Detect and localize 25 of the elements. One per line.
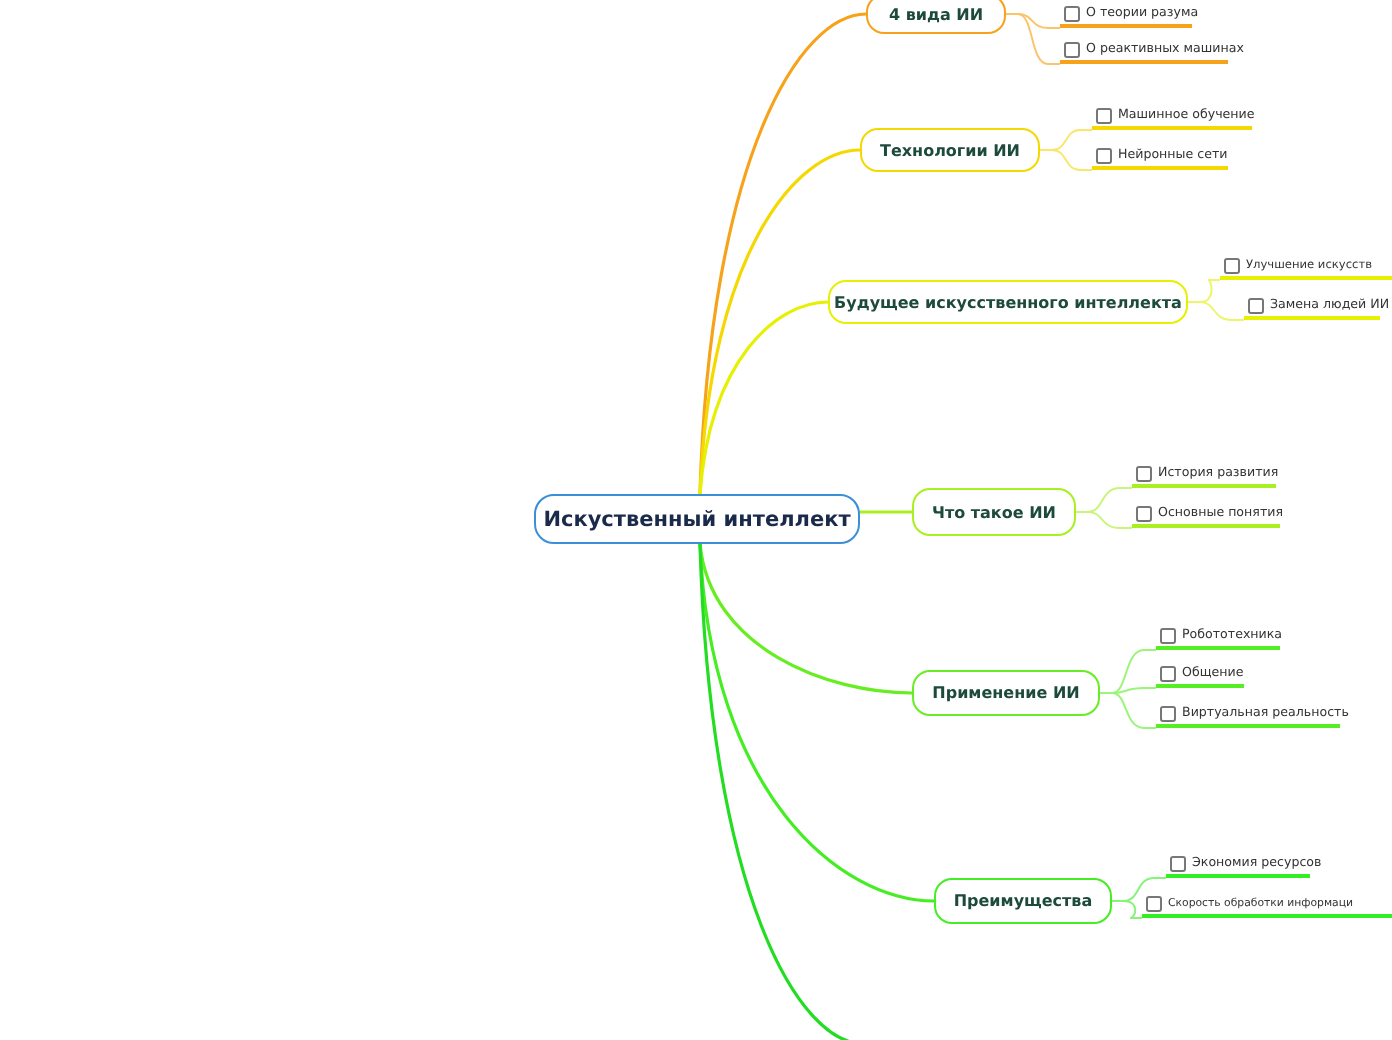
branch-line <box>1099 692 1157 729</box>
topic-box: Преимущества <box>934 878 1112 924</box>
branch-line <box>1075 511 1133 529</box>
subtopic-item <box>1142 892 1392 918</box>
subtopic-item <box>1156 662 1244 688</box>
subtopic-item <box>1092 144 1228 170</box>
subtopic-item <box>1156 624 1280 650</box>
subtopic-item <box>1132 462 1276 488</box>
subtopic-item <box>1092 104 1252 130</box>
branch-line <box>698 148 861 495</box>
subtopic-item <box>1220 254 1392 280</box>
topic-box: Будущее искусственного интеллекта <box>828 280 1188 324</box>
topic-box: 4 вида ИИ <box>866 0 1006 34</box>
branch-line <box>860 510 912 514</box>
branch-line <box>698 12 867 495</box>
topic-box: Что такое ИИ <box>912 488 1076 536</box>
branch-line <box>1005 13 1061 65</box>
branch-line <box>698 300 829 495</box>
central-topic-box: Искуственный интеллект <box>534 494 860 544</box>
topic-box: Применение ИИ <box>912 670 1100 716</box>
branch-line <box>1039 149 1093 171</box>
branch-line <box>1111 900 1143 919</box>
subtopic-item <box>1132 502 1280 528</box>
topic-box: Технологии ИИ <box>860 128 1040 172</box>
branch-line <box>1187 301 1245 321</box>
